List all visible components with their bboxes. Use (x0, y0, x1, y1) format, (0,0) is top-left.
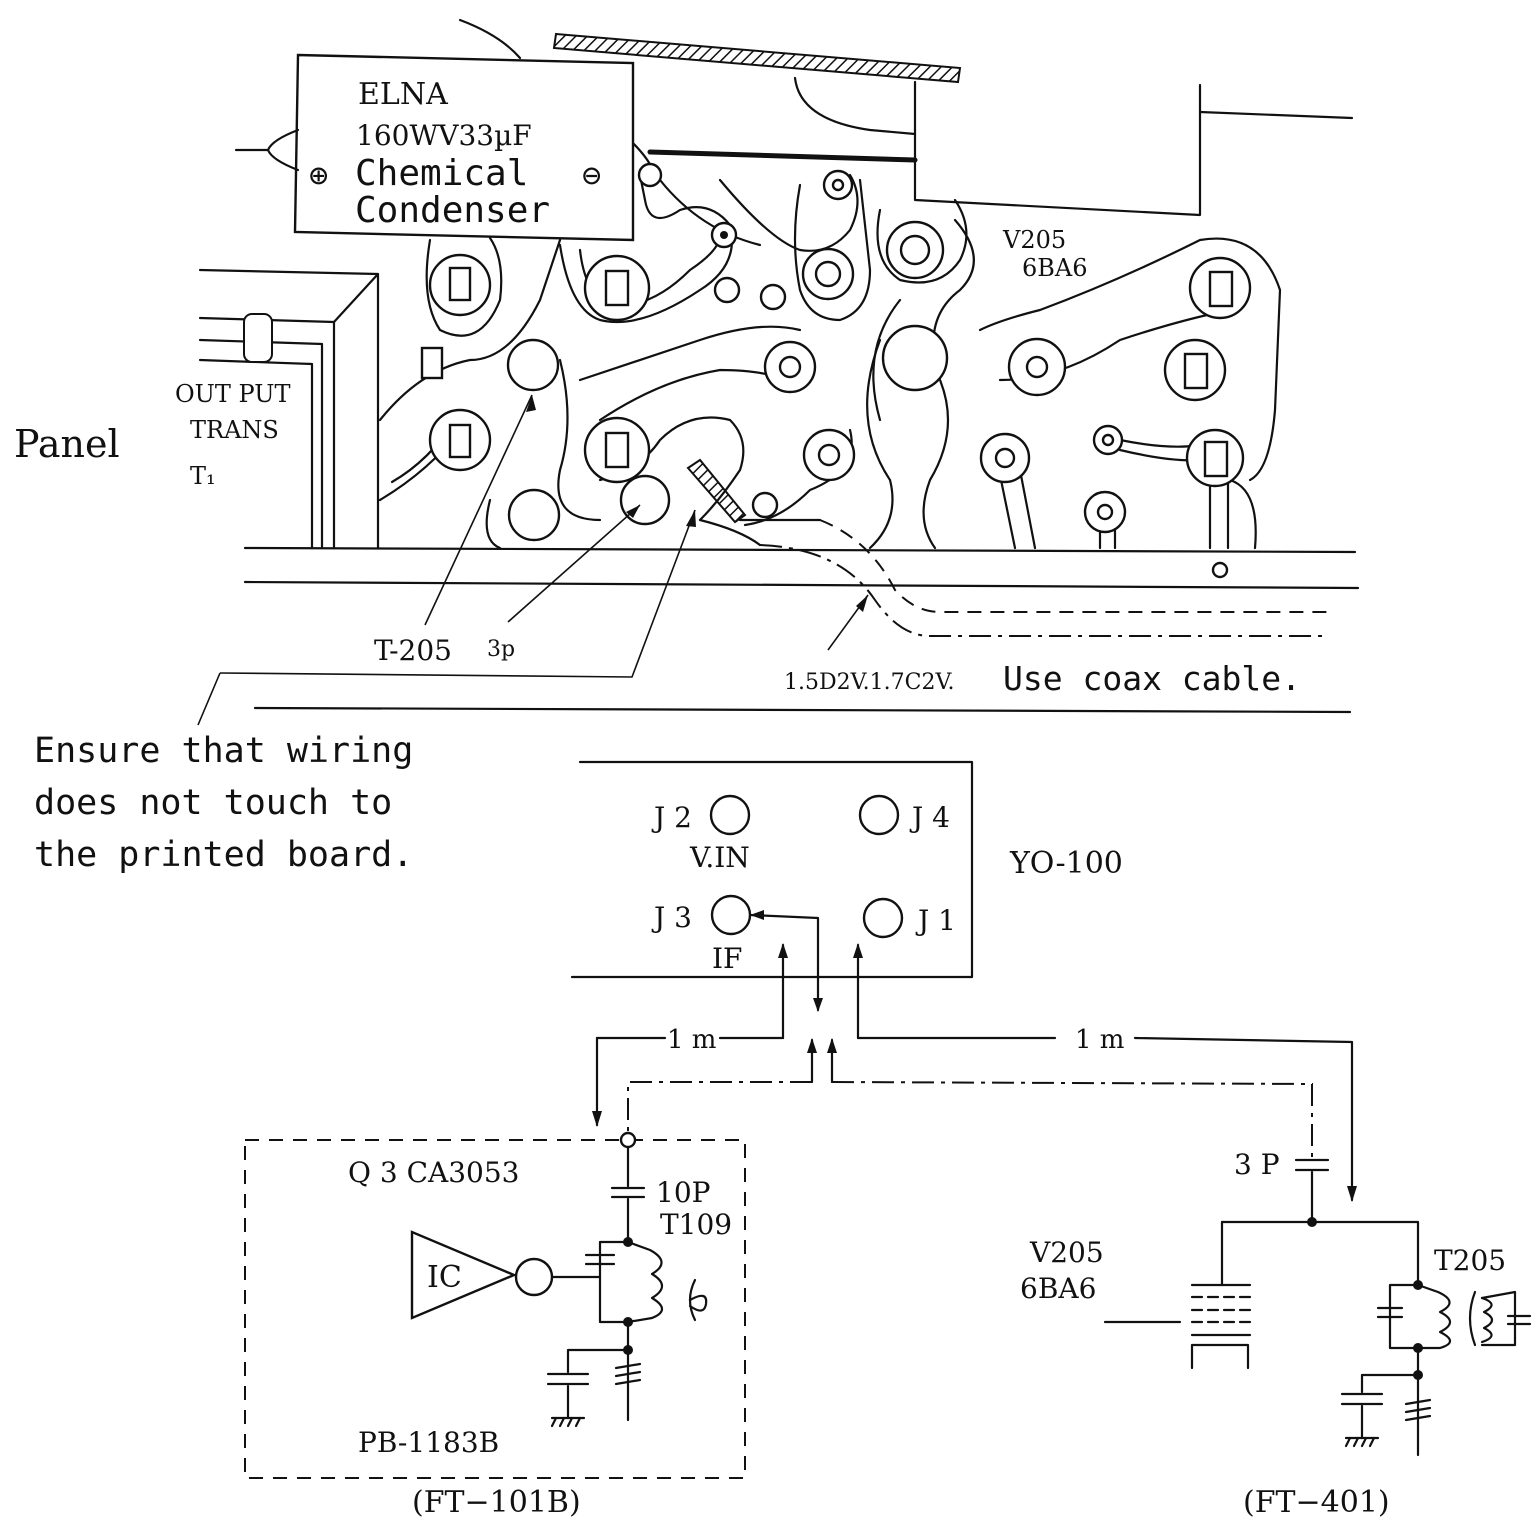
warning-note: Ensure that wiring does not touch to the… (34, 731, 413, 875)
capacitor-minus-icon: ⊖ (582, 156, 601, 194)
capacitor-type-line1: Chemical (355, 153, 528, 194)
cable-length-left: 1 m (667, 1025, 716, 1055)
chassis-bar (552, 32, 962, 84)
output-transformer: OUT PUT TRANS T₁ (175, 268, 380, 550)
j4-label: J 4 (909, 801, 950, 834)
ft101b-q3-label: Q 3 CA3053 (348, 1156, 519, 1189)
ft101b-model-label: (FT−101B) (412, 1485, 581, 1520)
jack-j1 (862, 897, 904, 939)
capacitor-plus-icon: ⊕ (309, 156, 328, 194)
capacitor-lead (647, 149, 918, 163)
electrolytic-capacitor: ELNA 160WV33µF ⊕ Chemical ⊖ Condenser (234, 53, 635, 242)
jack-j4 (858, 794, 900, 836)
tube-top-type: 6BA6 (1022, 254, 1088, 282)
coax-spec: 1.5D2V.1.7C2V. (784, 670, 955, 695)
j2-label: J 2 (651, 801, 692, 834)
pcb-pads (420, 162, 1252, 579)
tube-top-name: V205 (1002, 226, 1066, 254)
ft401-xfmr-label: T205 (1434, 1244, 1506, 1277)
coax-lead (686, 458, 747, 524)
ft101b-schematic: Q 3 CA3053 10P T109 IC PB-1183B (FT−101B… (244, 1131, 746, 1520)
transformer-label-3: T₁ (190, 462, 216, 490)
warning-line-2: does not touch to (34, 783, 392, 823)
jack-j3 (710, 894, 752, 936)
ft401-model-label: (FT−401) (1243, 1485, 1390, 1520)
capacitor-rating: 160WV33µF (356, 119, 532, 152)
coax-note: Use coax cable. (1003, 659, 1301, 698)
ft101b-cap-label: 10P (656, 1176, 710, 1209)
ft101b-xfmr-label: T109 (660, 1208, 732, 1241)
transformer-label-1: OUT PUT (175, 380, 291, 408)
jack-j2 (709, 794, 751, 836)
j1-label: J 1 (915, 904, 956, 937)
capacitor-type-line2: Condenser (355, 190, 550, 231)
if-label: IF (712, 942, 743, 975)
panel-label: Panel (14, 422, 120, 466)
ft101b-board-label: PB-1183B (358, 1426, 499, 1459)
transformer-label-2: TRANS (190, 416, 279, 444)
capacitor-brand: ELNA (358, 77, 448, 112)
yo100-panel: J 2 J 4 V.IN J 3 J 1 IF YO-100 (570, 760, 1123, 979)
ft401-tube-name: V205 (1029, 1236, 1104, 1269)
ft401-schematic: 3 P V205 6BA6 T205 (FT−401) (1020, 1148, 1532, 1520)
warning-line-1: Ensure that wiring (34, 731, 413, 771)
interconnect-cables: 1 m 1 m (592, 910, 1357, 1202)
vin-label: V.IN (689, 841, 750, 874)
cable-length-right: 1 m (1075, 1025, 1124, 1055)
j3-label: J 3 (651, 901, 692, 934)
yo100-name: YO-100 (1009, 846, 1123, 881)
ic-amplifier-icon (410, 1230, 518, 1320)
pcb-view: ELNA 160WV33µF ⊕ Chemical ⊖ Condenser OU… (14, 18, 1360, 726)
ft401-tube-type: 6BA6 (1020, 1272, 1096, 1305)
cap-3p-callout: 3p (487, 637, 515, 662)
ft101b-ic-label: IC (427, 1260, 462, 1295)
t205-callout: T-205 (374, 634, 452, 667)
warning-line-3: the printed board. (34, 835, 413, 875)
ft401-cap-label: 3 P (1234, 1148, 1280, 1181)
